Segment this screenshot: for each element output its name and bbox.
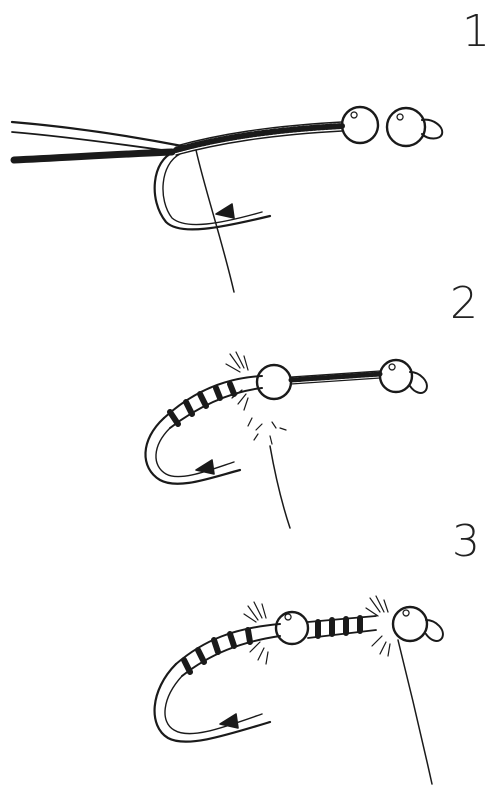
bead-icon-5: [276, 612, 308, 644]
body-upper-3: [176, 624, 280, 664]
eye-icon-3: [426, 620, 443, 641]
bead-icon-6: [393, 607, 427, 641]
step-2-illustration: [145, 352, 426, 528]
hook-barb: [216, 204, 234, 218]
fiber-collar-icon-3: [366, 596, 390, 656]
tail-strand-dark: [14, 152, 172, 160]
hook-barb-2: [196, 460, 214, 474]
bead-icon: [342, 107, 378, 143]
step-1-illustration: [12, 107, 442, 292]
step-3-illustration: [155, 596, 443, 784]
bead-icon-3: [257, 365, 291, 399]
tail-strand-middle: [12, 132, 176, 152]
bead-icon-4: [380, 360, 412, 392]
thread-icon-3: [398, 640, 432, 784]
body-upper: [164, 376, 262, 418]
fly-hook-icon-2: [145, 418, 240, 484]
thread-icon-2: [270, 446, 290, 528]
hook-barb-3: [220, 714, 238, 728]
bead-icon-2: [387, 108, 425, 146]
